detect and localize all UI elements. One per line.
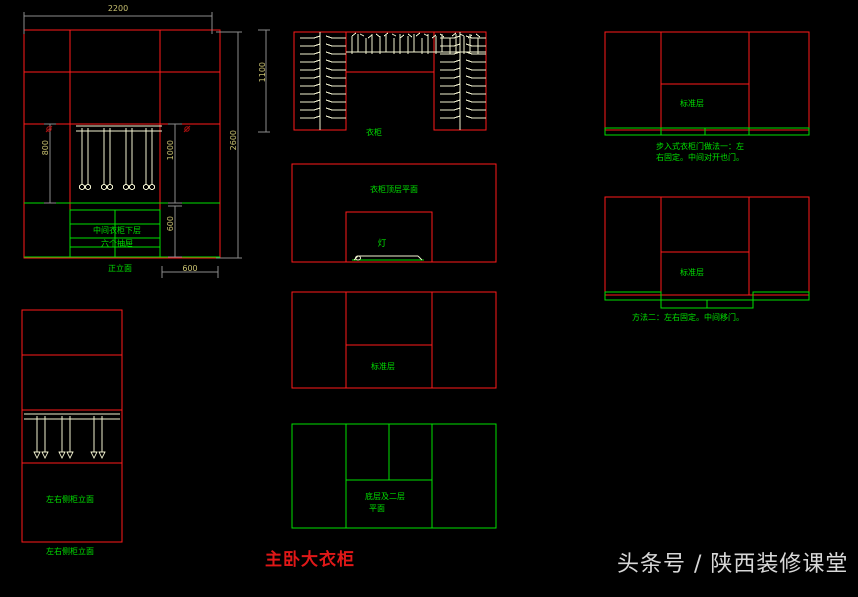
hanger-rack-hangers: [300, 32, 486, 130]
light-fixture-symbol: [353, 255, 423, 261]
front-elevation-markers: [45, 125, 191, 133]
side-elevation-geometry: [21, 309, 123, 543]
side-elevation-hangers: [24, 413, 120, 460]
ground-second-plan-caption-line1: 底层及二层: [365, 492, 405, 501]
door-option-1-geometry: [604, 31, 810, 136]
ground-second-plan-caption-line2: 平面: [369, 504, 385, 513]
door-option-2-inner-label: 标准层: [680, 268, 704, 277]
door-option-2-geometry: [604, 196, 810, 309]
standard-layer-plan-caption: 标准层: [371, 362, 395, 371]
dim-left-800: 800: [41, 140, 50, 156]
side-elevation-caption: 左右侧柜立面: [46, 547, 94, 556]
front-elevation-dimensions: [23, 12, 270, 278]
sheet-title: 主卧大衣柜: [265, 550, 355, 570]
door-option-2-caption: 方法二：左右固定。中间移门。: [632, 313, 744, 322]
dim-drawer-600: 600: [166, 216, 175, 232]
watermark: 头条号 / 陕西装修课堂: [617, 552, 849, 577]
ground-second-plan-geometry: [291, 423, 497, 529]
dim-depth-600: 600: [182, 264, 198, 273]
door-option-1-caption-line1: 步入式衣柜门做法一：左: [656, 142, 744, 151]
dim-height-1100: 1100: [258, 62, 267, 83]
front-elevation-caption: 正立面: [108, 264, 132, 273]
front-elevation-hangers: [76, 125, 162, 190]
door-option-1-caption-line2: 右固定。中间对开也门。: [656, 153, 744, 162]
front-elevation-note-line2: 六个抽屉: [101, 239, 133, 248]
top-layer-plan-caption: 衣柜顶层平面: [370, 185, 418, 194]
front-elevation-geometry: [23, 29, 221, 259]
dim-width-2200: 2200: [107, 4, 129, 13]
door-option-1-inner-label: 标准层: [680, 99, 704, 108]
front-elevation-note-line1: 中间衣柜下层: [93, 226, 141, 235]
hanger-rack-caption: 衣柜: [366, 128, 382, 137]
standard-layer-plan-geometry: [291, 291, 497, 389]
top-layer-plan-geometry: [291, 163, 497, 263]
dim-height-2600: 2600: [229, 130, 238, 151]
light-label: 灯: [377, 239, 387, 249]
dim-mid-1000: 1000: [166, 140, 175, 161]
hanger-rack-geometry: [293, 31, 487, 131]
side-elevation-inner-label: 左右侧柜立面: [46, 495, 94, 504]
